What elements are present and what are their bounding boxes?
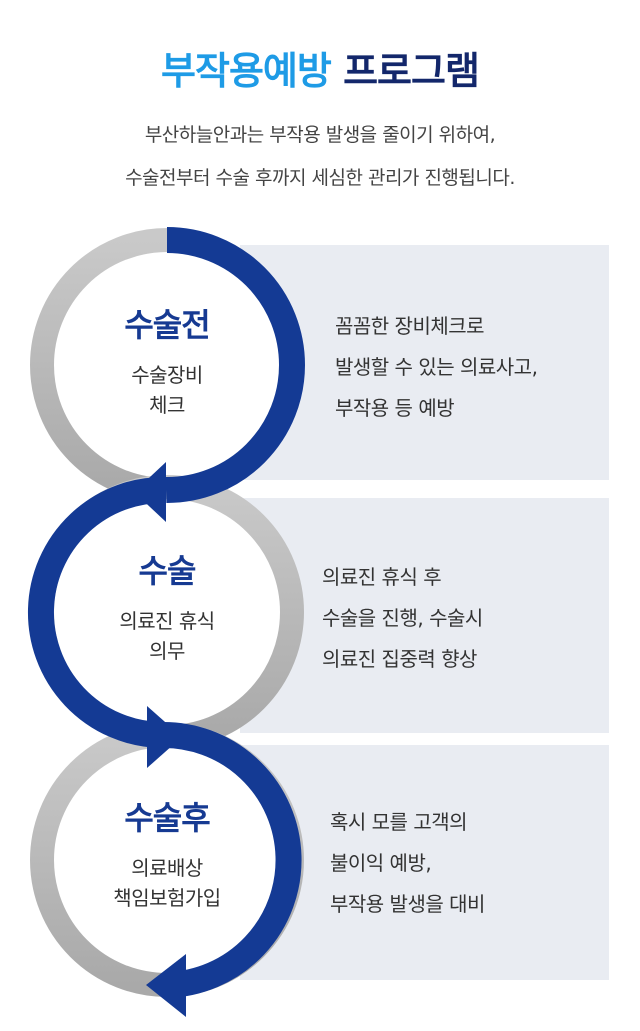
step-2-label: 수술 의료진 휴식 의무: [119, 552, 215, 663]
step-1-arc: [166, 227, 305, 503]
step-3-description: 혹시 모를 고객의 불이익 예방, 부작용 발생을 대비: [330, 810, 485, 916]
step-1-description: 꼼꼼한 장비체크로 발생할 수 있는 의료사고, 부작용 등 예방: [335, 314, 538, 420]
subtitle-line-2: 수술전부터 수술 후까지 세심한 관리가 진행됩니다.: [125, 167, 515, 189]
arrow-left-icon: [134, 462, 166, 522]
arrow-left-icon: [146, 954, 186, 1017]
subtitle-line-1: 부산하늘안과는 부작용 발생을 줄이기 위하여,: [144, 124, 496, 146]
step-3-label: 수술후 의료배상 책임보험가입: [113, 799, 221, 910]
step-2-arc: [28, 476, 168, 748]
arrow-right-icon: [147, 706, 182, 768]
page-title: 부작용예방 프로그램: [161, 49, 480, 93]
step-1-label: 수술전 수술장비 체크: [124, 306, 210, 417]
step-2-description: 의료진 휴식 후 수술을 진행, 수술시 의료진 집중력 향상: [322, 565, 483, 671]
step-3-arc: [159, 721, 302, 998]
